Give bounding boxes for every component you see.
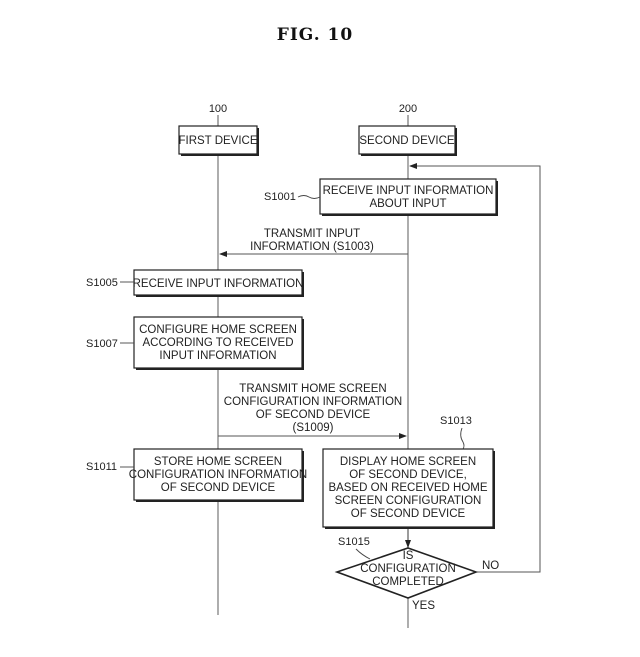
s1001-line-2: ABOUT INPUT xyxy=(369,198,446,210)
s1001-line-1: RECEIVE INPUT INFORMATION xyxy=(323,185,494,197)
decision-s1015: IS CONFIGURATION COMPLETED xyxy=(334,547,479,599)
s1005-ref: S1005 xyxy=(86,277,118,289)
first-device-label: FIRST DEVICE xyxy=(178,135,257,147)
s1009-line-4: (S1009) xyxy=(293,422,334,434)
decision-no-label: NO xyxy=(482,560,499,572)
s1007-line-2: ACCORDING TO RECEIVED xyxy=(142,337,293,349)
s1013-line-1: DISPLAY HOME SCREEN xyxy=(340,456,476,468)
s1001-leader xyxy=(297,195,321,199)
s1009-line-2: CONFIGURATION INFORMATION xyxy=(224,396,402,408)
s1015-line-1: IS xyxy=(403,550,414,562)
s1007-ref: S1007 xyxy=(86,338,118,350)
s1007-line-1: CONFIGURE HOME SCREEN xyxy=(139,324,297,336)
s1011-line-3: OF SECOND DEVICE xyxy=(161,482,276,494)
step-s1007: CONFIGURE HOME SCREEN ACCORDING TO RECEI… xyxy=(133,316,304,370)
s1013-line-2: OF SECOND DEVICE, xyxy=(349,469,467,481)
step-s1001: RECEIVE INPUT INFORMATION ABOUT INPUT xyxy=(319,178,498,216)
first-device-ref: 100 xyxy=(209,103,227,115)
s1011-line-2: CONFIGURATION INFORMATION xyxy=(129,469,307,481)
s1015-line-2: CONFIGURATION xyxy=(360,563,456,575)
loop-back-arrow xyxy=(409,163,541,573)
first-device-box: FIRST DEVICE xyxy=(178,125,259,156)
s1005-line-1: RECEIVE INPUT INFORMATION xyxy=(133,278,304,290)
s1011-line-1: STORE HOME SCREEN xyxy=(154,456,282,468)
s1009-line-3: OF SECOND DEVICE xyxy=(256,409,371,421)
s1015-leader xyxy=(355,548,371,560)
s1003-line-2: INFORMATION (S1003) xyxy=(250,241,374,253)
s1013-line-3: BASED ON RECEIVED HOME xyxy=(328,482,487,494)
s1009-line-1: TRANSMIT HOME SCREEN xyxy=(239,383,386,395)
s1013-leader xyxy=(460,427,465,450)
s1013-line-4: SCREEN CONFIGURATION xyxy=(335,495,482,507)
second-device-ref: 200 xyxy=(399,103,417,115)
second-device-box: SECOND DEVICE xyxy=(358,125,457,156)
s1015-line-3: COMPLETED xyxy=(372,576,444,588)
s1013-line-5: OF SECOND DEVICE xyxy=(351,508,466,520)
figure-title: FIG. 10 xyxy=(277,25,353,45)
step-s1005: RECEIVE INPUT INFORMATION xyxy=(133,269,304,297)
s1011-ref: S1011 xyxy=(86,461,117,473)
step-s1011: STORE HOME SCREEN CONFIGURATION INFORMAT… xyxy=(129,448,307,502)
step-s1013: DISPLAY HOME SCREEN OF SECOND DEVICE, BA… xyxy=(322,448,495,529)
s1013-ref: S1013 xyxy=(440,415,472,427)
second-device-label: SECOND DEVICE xyxy=(359,135,455,147)
s1003-line-1: TRANSMIT INPUT xyxy=(264,228,360,240)
s1001-ref: S1001 xyxy=(264,191,296,203)
s1015-ref: S1015 xyxy=(338,536,370,548)
s1007-line-3: INPUT INFORMATION xyxy=(159,350,276,362)
decision-yes-label: YES xyxy=(412,600,435,612)
